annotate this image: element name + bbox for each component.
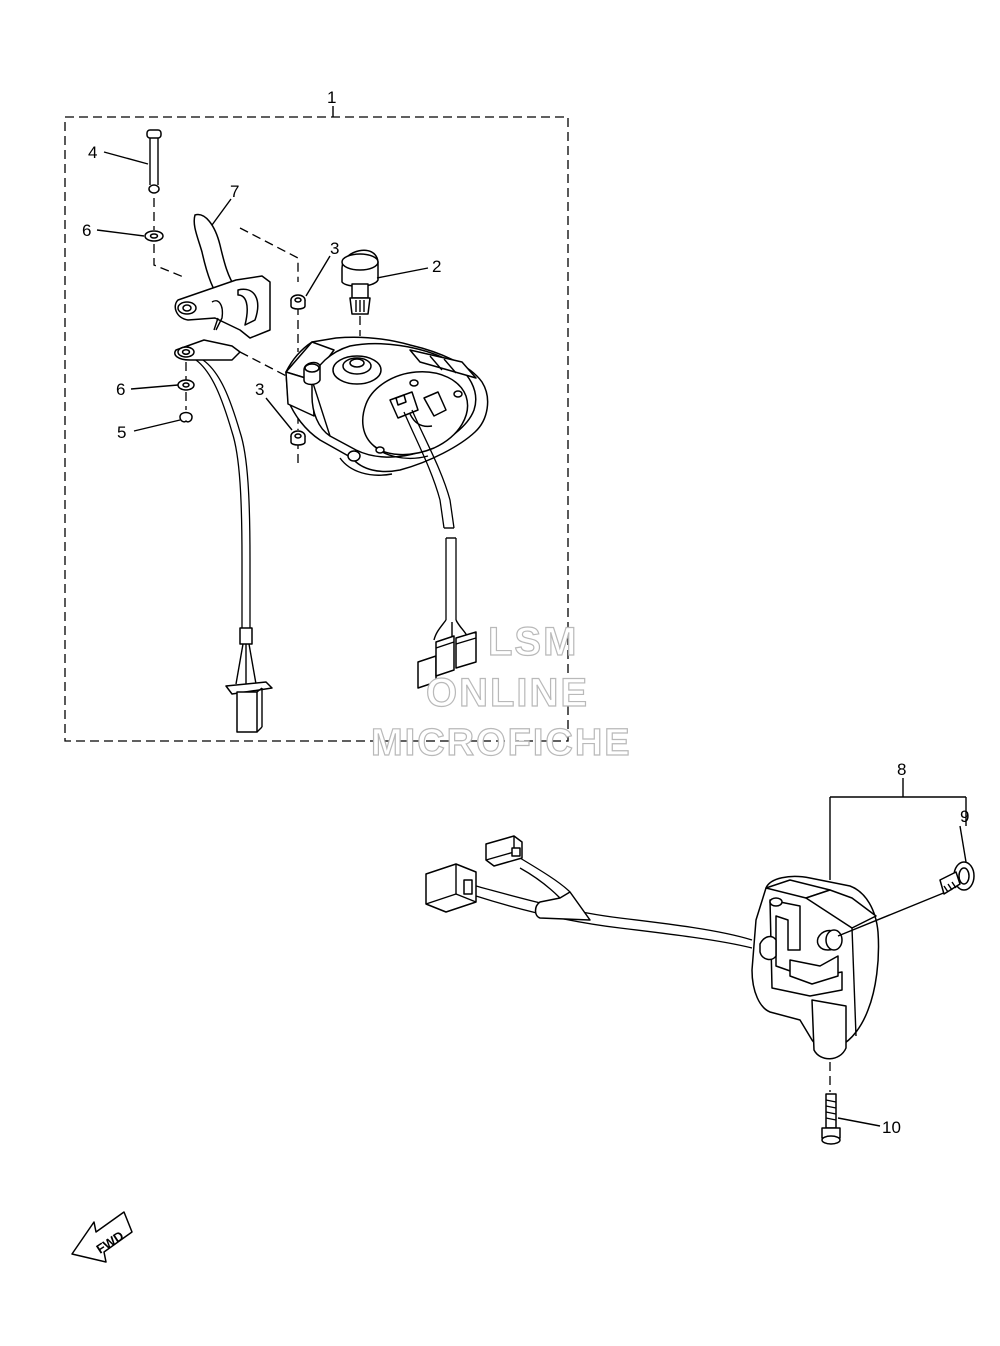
circlip-part — [179, 411, 193, 423]
lower-harness-wire — [475, 857, 753, 949]
switch-connector-set — [417, 631, 477, 689]
watermark-line-3: MICROFICHE — [371, 722, 632, 764]
grommet-upper-part — [290, 294, 306, 310]
watermark-line-2: ONLINE — [426, 671, 589, 715]
lever-wire — [195, 359, 257, 685]
lower-connector-large — [425, 863, 477, 913]
callout-6-upper: 6 — [82, 221, 91, 240]
callout-10: 10 — [882, 1118, 901, 1137]
switch-housing-part — [285, 336, 489, 476]
callout-2: 2 — [432, 257, 441, 276]
callout-7: 7 — [230, 182, 239, 201]
callout-5: 5 — [117, 423, 126, 442]
screw-side-part — [939, 861, 975, 895]
assembly-boundary-box — [64, 116, 569, 742]
lever-part — [174, 213, 271, 361]
watermark-line-1: LSM — [488, 620, 578, 664]
callout-3-lower: 3 — [255, 380, 264, 399]
callout-9: 9 — [960, 807, 969, 826]
callout-3-upper: 3 — [330, 239, 339, 258]
lever-connector — [225, 681, 273, 733]
pin-part — [146, 129, 162, 194]
fwd-arrow-icon: FWD — [71, 1211, 133, 1263]
grommet-lower-part — [290, 430, 306, 446]
lower-connector-small — [485, 835, 523, 867]
switch-wire — [403, 409, 469, 641]
bolt-bottom-part — [821, 1093, 841, 1145]
lower-housing-part — [751, 875, 880, 1060]
callout-1: 1 — [327, 88, 336, 107]
watermark: LSM ONLINE MICROFICHE — [370, 619, 632, 764]
callout-6-lower: 6 — [116, 380, 125, 399]
knob-part — [341, 249, 379, 315]
washer-upper-part — [144, 230, 164, 242]
washer-lower-part — [177, 379, 195, 391]
callout-8: 8 — [897, 760, 906, 779]
callout-4: 4 — [88, 143, 97, 162]
